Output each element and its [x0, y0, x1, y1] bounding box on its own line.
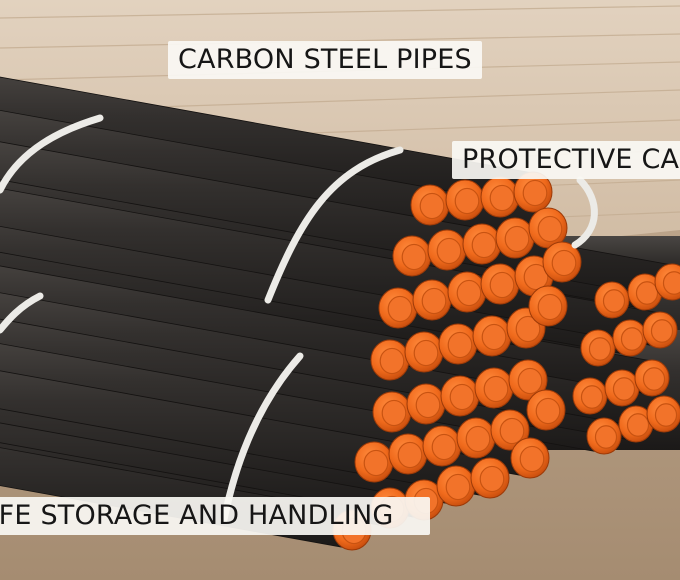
pipe-end-cap — [388, 433, 428, 475]
pipe-end-cap — [404, 331, 444, 373]
pipe-end-cap — [528, 207, 568, 249]
storage-handling-label: AFE STORAGE AND HANDLING — [0, 497, 430, 535]
title-label: CARBON STEEL PIPES — [168, 41, 482, 79]
pipe-end-cap — [604, 369, 640, 407]
pipe-end-cap — [594, 281, 630, 319]
strap-front-lower — [220, 352, 304, 524]
strap-right — [571, 176, 598, 249]
pipe-end-cap — [642, 311, 678, 349]
pipe-end-cap — [378, 287, 418, 329]
strap-front-upper — [264, 146, 404, 304]
pipe-end-cap — [422, 425, 462, 467]
strap-left-lower — [0, 292, 44, 334]
pipe-end-cap — [508, 359, 548, 401]
pipe-end-cap — [470, 457, 510, 499]
pipe-end-cap — [445, 179, 485, 221]
pipe-end-cap — [354, 441, 394, 483]
pipe-end-cap — [528, 285, 568, 327]
pipe-end-cap — [586, 417, 622, 455]
pipe-end-cap — [612, 319, 648, 357]
pipe-end-cap — [495, 217, 535, 259]
pipe-end-cap — [372, 391, 412, 433]
pipe-end-cap — [456, 417, 496, 459]
pipe-end-cap — [436, 465, 476, 507]
pipe-end-cap — [440, 375, 480, 417]
pipe-end-cap — [474, 367, 514, 409]
pipe-caps — [332, 171, 680, 551]
pipe-end-cap — [580, 329, 616, 367]
pipe-end-cap — [480, 263, 520, 305]
pipe-end-cap — [618, 405, 654, 443]
pipe-end-cap — [472, 315, 512, 357]
pipe-end-cap — [627, 273, 663, 311]
strap-left-upper — [0, 114, 104, 194]
pipe-end-cap — [370, 339, 410, 381]
pipe-end-cap — [462, 223, 502, 265]
pipe-end-cap — [410, 184, 450, 226]
pipe-end-cap — [412, 279, 452, 321]
pipe-end-cap — [480, 176, 520, 218]
pipe-end-cap — [392, 235, 432, 277]
pipe-end-cap — [406, 383, 446, 425]
protective-caps-label: PROTECTIVE CA — [452, 141, 680, 179]
pipe-end-cap — [510, 437, 550, 479]
pipe-end-cap — [572, 377, 608, 415]
strap-bands — [0, 114, 598, 524]
pipe-end-cap — [447, 271, 487, 313]
pipe-end-cap — [542, 241, 582, 283]
pipe-end-cap — [438, 323, 478, 365]
pipe-end-cap — [513, 171, 553, 213]
pipe-end-cap — [654, 263, 680, 301]
pipe-end-cap — [634, 359, 670, 397]
pipe-end-cap — [427, 229, 467, 271]
pipe-end-cap — [490, 409, 530, 451]
pipe-end-cap — [646, 395, 680, 433]
pipe-end-cap — [526, 389, 566, 431]
